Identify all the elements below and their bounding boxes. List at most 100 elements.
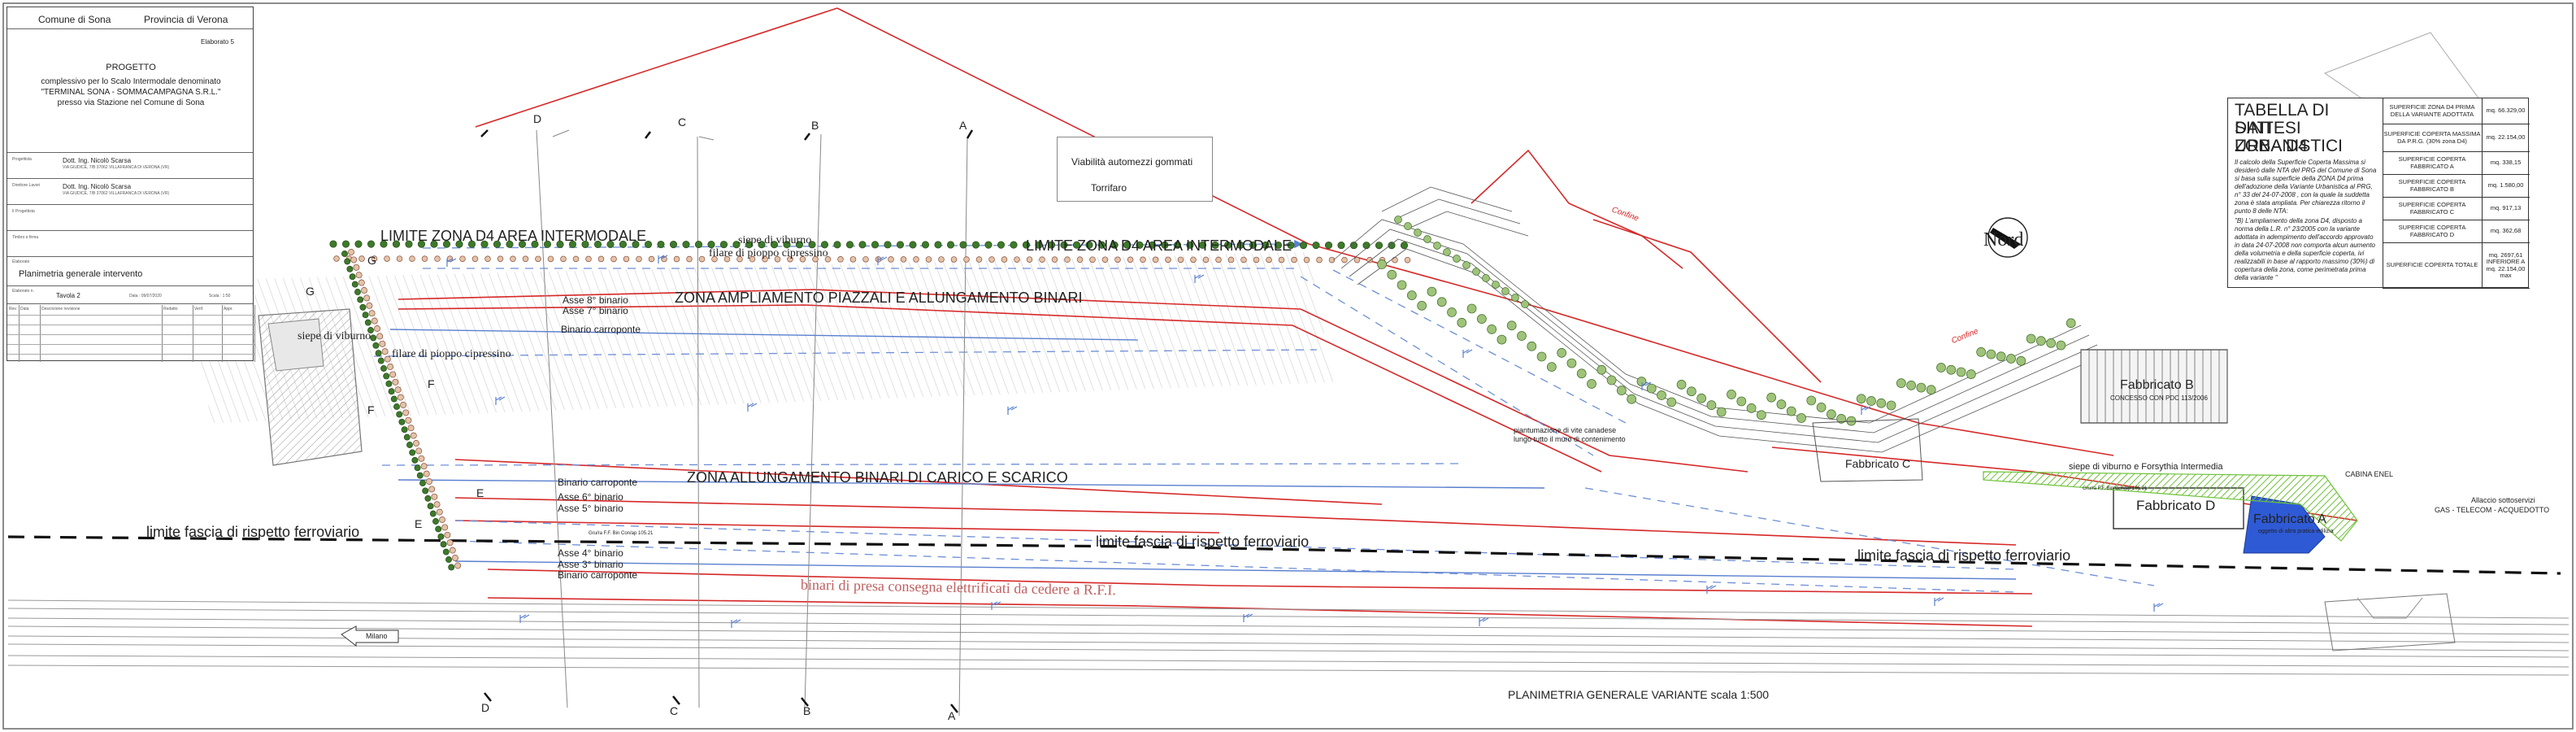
fascia-center: limite fascia di rispetto ferroviario — [1096, 534, 1310, 550]
gru-label-1: Gru/ra F.F. Bin Con/ap 105.21 — [589, 531, 654, 536]
tavola-value: Tavola 2 — [56, 292, 80, 299]
rev-header-cell: Verif. — [194, 307, 204, 312]
section-g-right: G — [367, 254, 376, 267]
summary-table: TABELLA DI SINTESI DATI URBANISTICI ZONA… — [2227, 98, 2530, 289]
legend-road-label: Viabilità automezzi gommati — [1071, 156, 1193, 168]
summary-row-label: SUPERFICIE COPERTA FABBRICATO D — [2383, 220, 2483, 242]
track-mid-1: Binario carroponte — [558, 477, 638, 488]
filare-left: filare di pioppo cipressino — [392, 348, 511, 360]
siepe-left: siepe di viburno — [298, 330, 371, 342]
section-a-top: A — [959, 119, 967, 132]
light-pole-markers — [446, 255, 2164, 628]
gru-label-2: Gru/ra F.F. Bin Con/ap 105.21 — [2083, 486, 2148, 491]
title-block: Comune di Sona Provincia di Verona Elabo… — [7, 7, 255, 362]
summary-row-value: mq. 2697,61 INFERIORE A mq. 22.154,00 ma… — [2486, 251, 2526, 279]
track-low-2: Asse 3° binario — [558, 559, 623, 570]
rev-header-cell: Appr. — [224, 307, 233, 312]
section-e-left: E — [415, 517, 423, 530]
slope-trees — [1377, 216, 2076, 426]
progetto-line2: "TERMINAL SONA - SOMMACAMPAGNA S.R.L." — [41, 88, 221, 97]
track-mid-3: Asse 5° binario — [558, 503, 623, 514]
legend-box — [1057, 137, 1213, 202]
comune-label: Comune di Sona — [38, 14, 111, 25]
role2-name: Dott. Ing. Nicolò Scarsa — [63, 183, 132, 190]
data-value: Data : 09/07/2020 — [129, 294, 162, 298]
summary-note-2: "B) L'ampliamento della zona D4, dispost… — [2235, 217, 2376, 281]
limite-zona-left: LIMITE ZONA D4 AREA INTERMODALE — [380, 228, 647, 244]
fabbricato-c-outline — [1812, 418, 1923, 482]
summary-row: SUPERFICIE COPERTA MASSIMA DA P.R.G. (30… — [2383, 124, 2530, 152]
fabbricato-c-label: Fabbricato C — [1845, 457, 1911, 470]
summary-row: SUPERFICIE ZONA D4 PRIMA DELLA VARIANTE … — [2383, 98, 2530, 124]
milano-direction-arrow — [341, 625, 399, 647]
scala-value: Scala : 1:50 — [209, 294, 231, 298]
track-mid-2: Asse 6° binario — [558, 491, 623, 503]
summary-title-line1: TABELLA DI SINTESI — [2235, 101, 2330, 137]
rev-header-cell: Redatto — [163, 307, 178, 312]
milano-label: Milano — [366, 632, 388, 640]
role2-label: Direttore Lavori — [12, 183, 41, 188]
section-b-bottom: B — [803, 704, 811, 717]
summary-row-value: mq. 338,15 — [2490, 159, 2522, 167]
summary-rows: SUPERFICIE ZONA D4 PRIMA DELLA VARIANTE … — [2383, 98, 2530, 289]
fascia-right: limite fascia di rispetto ferroviario — [1857, 547, 2071, 564]
zona-ampliamento: ZONA AMPLIAMENTO PIAZZALI E ALLUNGAMENTO… — [675, 290, 1083, 306]
summary-note-1: Il calcolo della Superficie Coperta Mass… — [2235, 159, 2377, 215]
progetto-title: PROGETTO — [106, 63, 156, 72]
rev-header-cell: Data — [20, 307, 29, 312]
tree-row-left — [341, 249, 462, 571]
summary-row-label: SUPERFICIE ZONA D4 PRIMA DELLA VARIANTE … — [2383, 98, 2483, 124]
fabbricato-a-label: Fabbricato A — [2253, 512, 2326, 526]
hedge-right — [1983, 471, 2358, 542]
summary-row: SUPERFICIE COPERTA FABBRICATO B mq. 1.580… — [2383, 175, 2530, 198]
summary-row-value: mq. 1.580,00 — [2487, 181, 2524, 190]
section-tick-marks — [480, 129, 974, 713]
section-g-left: G — [306, 285, 315, 298]
progetto-line1: complessivo per lo Scalo Intermodale den… — [41, 77, 221, 86]
provincia-label: Provincia di Verona — [144, 14, 228, 25]
summary-left-panel: TABELLA DI SINTESI DATI URBANISTICI ZONA… — [2228, 98, 2383, 287]
limite-zona-right: LIMITE ZONA D4 AREA INTERMODALE — [1026, 237, 1292, 254]
railway-buffer-line — [7, 535, 2561, 575]
sheet-label: Elaborato — [12, 259, 30, 264]
track-low-1: Asse 4° binario — [558, 547, 623, 559]
role2-addr: VIA GIUDICE, 7/B 37062 VILLAFRANCA DI VE… — [63, 191, 170, 196]
role1-name: Dott. Ing. Nicolò Scarsa — [63, 157, 132, 164]
railway-lines-gray — [7, 599, 2569, 676]
role3-label: Il Progettista — [12, 209, 35, 214]
summary-row-value: mq. 22.154,00 — [2486, 133, 2526, 142]
zona-carico: ZONA ALLUNGAMENTO BINARI DI CARICO E SCA… — [687, 469, 1068, 486]
fabbricato-d-label: Fabbricato D — [2136, 498, 2216, 513]
section-c-bottom: C — [670, 704, 679, 717]
section-lines — [536, 129, 968, 717]
hatched-expansion-area — [187, 252, 1333, 423]
summary-title-line2: DATI URBANISTICI — [2235, 119, 2344, 155]
summary-row: SUPERFICIE COPERTA FABBRICATO A mq. 338,1… — [2383, 152, 2530, 175]
north-arrow-icon — [1987, 217, 2028, 258]
siepe-top: siepe di viburno — [738, 234, 812, 246]
left-existing-building — [258, 308, 363, 466]
track-low-3: Binario carroponte — [558, 569, 638, 581]
solid-tracks-blue — [389, 329, 2017, 580]
section-f-right: F — [428, 377, 435, 390]
fabbricato-b-label: Fabbricato B — [2120, 378, 2194, 392]
cabina-enel: CABINA ENEL — [2345, 470, 2394, 478]
fabbricato-b-sub: CONCESSO CON PDC 113/2006 — [2110, 394, 2208, 402]
summary-row-label: SUPERFICIE COPERTA FABBRICATO B — [2383, 175, 2483, 197]
rev-header-cell: Rev. — [9, 307, 17, 312]
role1-addr: VIA GIUDICE, 7/B 37062 VILLAFRANCA DI VE… — [63, 165, 170, 170]
section-a-bottom: A — [948, 709, 956, 722]
elaborato-label: Elaborato 5 — [201, 38, 234, 46]
summary-title-line3: ZONA D4 — [2235, 137, 2308, 155]
filare-top: filare di pioppo cipressino — [709, 247, 828, 259]
progetto-line3: presso via Stazione nel Comune di Sona — [57, 98, 205, 107]
piantumazione-2: lungo tutto il muro di contenimento — [1514, 435, 1626, 443]
tree-row-top — [329, 240, 1411, 264]
summary-row-label: SUPERFICIE COPERTA FABBRICATO A — [2383, 152, 2483, 174]
track-top-1: Asse 8° binario — [563, 294, 628, 306]
